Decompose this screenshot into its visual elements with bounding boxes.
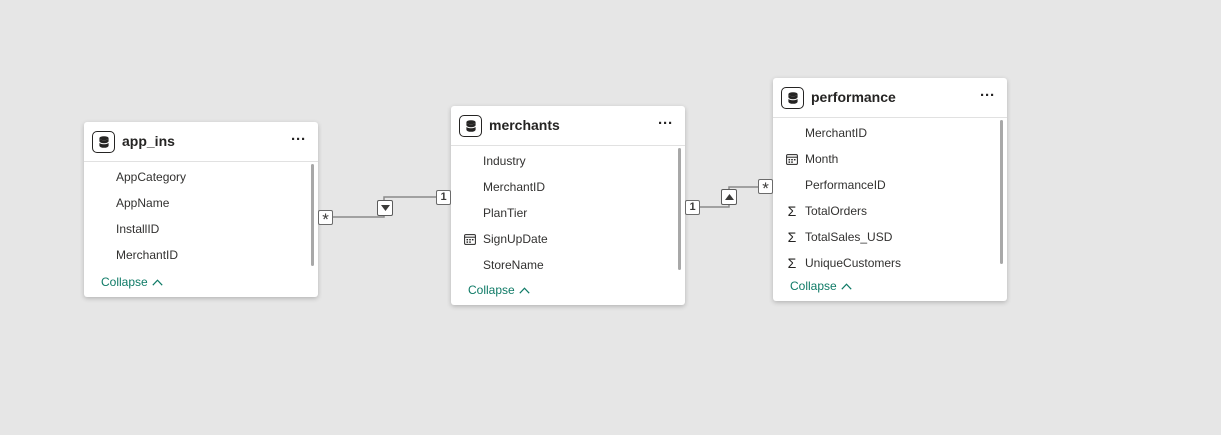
field-item[interactable]: Industry [451, 148, 685, 174]
field-item[interactable]: MerchantID [84, 242, 318, 268]
database-icon [459, 115, 482, 137]
sigma-icon: Σ [787, 229, 797, 245]
database-icon [92, 131, 115, 153]
sigma-icon: Σ [787, 255, 797, 271]
field-label: AppCategory [116, 170, 187, 184]
field-label: SignUpDate [483, 232, 548, 246]
field-item[interactable]: StoreName [451, 252, 685, 278]
field-label: AppName [116, 196, 170, 210]
field-item[interactable]: AppCategory [84, 164, 318, 190]
more-options-icon[interactable]: ··· [658, 115, 673, 132]
field-label: MerchantID [116, 248, 179, 262]
table-card-merchants[interactable]: merchants ··· Industry MerchantID PlanTi… [451, 106, 685, 305]
scrollbar[interactable] [311, 164, 314, 266]
field-label: UniqueCustomers [805, 256, 902, 270]
field-item[interactable]: MerchantID [773, 120, 1007, 146]
table-header[interactable]: merchants ··· [451, 106, 685, 146]
field-item[interactable]: SignUpDate [451, 226, 685, 252]
field-item[interactable]: PlanTier [451, 200, 685, 226]
table-title: performance [811, 89, 896, 105]
collapse-button[interactable]: Collapse [101, 275, 163, 289]
filter-direction-down-icon[interactable] [377, 200, 393, 216]
field-label: InstallID [116, 222, 160, 236]
field-label: Month [805, 152, 839, 166]
field-item[interactable]: Σ UniqueCustomers [773, 250, 1007, 276]
field-item[interactable]: MerchantID [451, 174, 685, 200]
filter-direction-up-icon[interactable] [721, 189, 737, 205]
cardinality-one-marker: 1 [436, 190, 451, 205]
table-title: app_ins [122, 133, 175, 149]
chevron-up-icon [152, 275, 163, 289]
field-item[interactable]: Σ TotalSales_USD [773, 224, 1007, 250]
field-item[interactable]: InstallID [84, 216, 318, 242]
field-label: PlanTier [483, 206, 528, 220]
collapse-button[interactable]: Collapse [790, 279, 852, 293]
collapse-label: Collapse [101, 275, 148, 289]
table-header[interactable]: performance ··· [773, 78, 1007, 118]
scrollbar[interactable] [678, 148, 681, 270]
table-title: merchants [489, 117, 560, 133]
field-list: MerchantID Month PerformanceID Σ Tota [773, 118, 1007, 276]
field-item[interactable]: PerformanceID [773, 172, 1007, 198]
field-label: StoreName [483, 258, 544, 272]
field-item[interactable]: Σ TotalOrders [773, 198, 1007, 224]
field-label: MerchantID [483, 180, 546, 194]
table-card-app-ins[interactable]: app_ins ··· AppCategory AppName InstallI… [84, 122, 318, 297]
field-list: AppCategory AppName InstallID MerchantID [84, 162, 318, 268]
cardinality-many-marker: * [318, 210, 333, 229]
field-label: MerchantID [805, 126, 868, 140]
table-header[interactable]: app_ins ··· [84, 122, 318, 162]
more-options-icon[interactable]: ··· [291, 131, 306, 148]
scrollbar[interactable] [1000, 120, 1003, 264]
chevron-up-icon [519, 283, 530, 297]
field-list: Industry MerchantID PlanTier SignUpDate [451, 146, 685, 278]
collapse-button[interactable]: Collapse [468, 283, 530, 297]
chevron-up-icon [841, 279, 852, 293]
table-card-performance[interactable]: performance ··· MerchantID Month Perfo [773, 78, 1007, 301]
field-item[interactable]: Month [773, 146, 1007, 172]
cardinality-many-marker: * [758, 179, 773, 198]
more-options-icon[interactable]: ··· [980, 87, 995, 104]
calendar-icon [785, 146, 799, 172]
field-item[interactable]: AppName [84, 190, 318, 216]
collapse-label: Collapse [468, 283, 515, 297]
cardinality-one-marker: 1 [685, 200, 700, 215]
database-icon [781, 87, 804, 109]
field-label: TotalOrders [805, 204, 868, 218]
field-label: TotalSales_USD [805, 230, 893, 244]
calendar-icon [463, 226, 477, 252]
sigma-icon: Σ [787, 203, 797, 219]
collapse-label: Collapse [790, 279, 837, 293]
field-label: Industry [483, 154, 526, 168]
field-label: PerformanceID [805, 178, 886, 192]
